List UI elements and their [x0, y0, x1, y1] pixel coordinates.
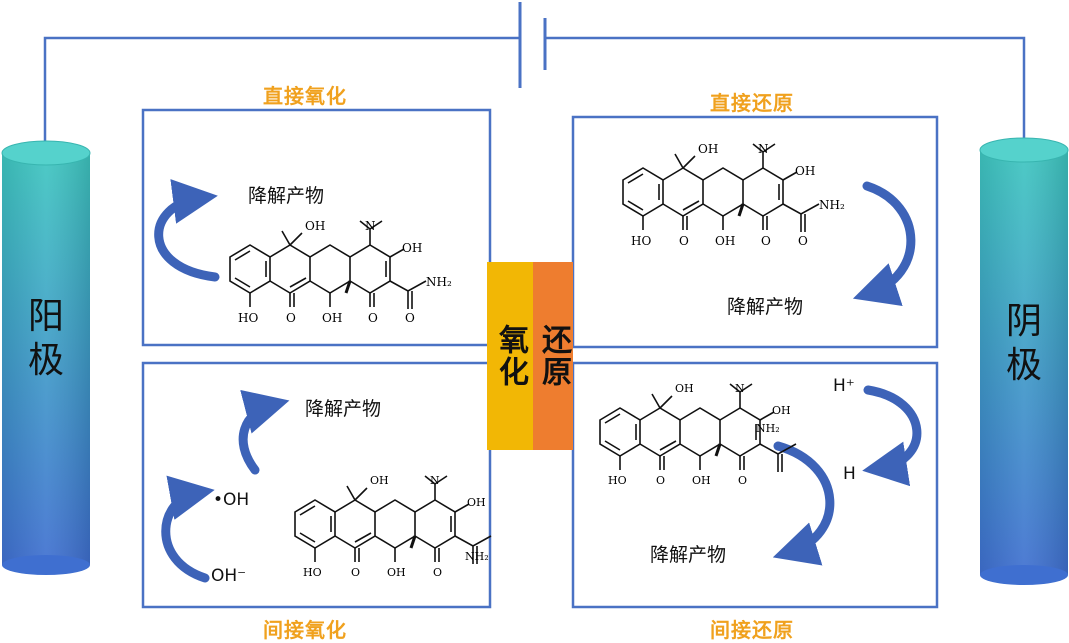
h-plus-label: H⁺	[833, 376, 855, 396]
power-source-icon	[518, 2, 547, 88]
curved-arrow-indirect-reduction	[772, 441, 835, 566]
anode-electrode	[1, 140, 91, 575]
oxidation-band	[487, 262, 533, 450]
product-indirect-reduction: 降解产物	[650, 544, 727, 566]
frame-indirect-oxidation	[141, 361, 492, 609]
title-indirect-reduction: 间接还原	[710, 618, 794, 642]
hydroxyl-radical-label: •OH	[213, 490, 250, 510]
frame-direct-reduction	[571, 115, 939, 349]
curved-arrow-indirect-oxidation-bottom	[161, 475, 215, 583]
curved-arrow-indirect-oxidation-top	[238, 390, 290, 475]
product-direct-reduction: 降解产物	[727, 296, 804, 318]
h-atom-label: H	[843, 464, 856, 484]
frame-indirect-reduction	[571, 361, 939, 609]
curved-arrow-direct-reduction	[852, 181, 916, 306]
title-indirect-oxidation: 间接氧化	[263, 618, 347, 642]
product-direct-oxidation: 降解产物	[248, 185, 325, 207]
hydroxide-label: OH⁻	[211, 566, 247, 586]
curved-arrow-hplus-to-h	[862, 385, 922, 487]
reduction-band	[533, 262, 573, 450]
molecule-labels-direct-oxidation: OH N OH NH₂ HO O OH O O	[238, 219, 452, 325]
cathode-electrode	[979, 137, 1069, 585]
molecule-labels-indirect-reduction: OH N OH NH₂ HO O OH O	[608, 382, 791, 487]
circuit-wire	[43, 36, 1026, 152]
oxidation-band-label: 氧化	[493, 324, 528, 388]
curved-arrow-direct-oxidation	[154, 179, 220, 282]
reduction-band-label: 还原	[536, 324, 571, 388]
anode-label: 阳极	[27, 296, 64, 381]
title-direct-oxidation: 直接氧化	[263, 84, 347, 108]
frame-direct-oxidation	[141, 108, 492, 347]
molecule-labels-direct-reduction: OH N OH NH₂ HO O OH O O	[631, 142, 845, 248]
molecule-labels-indirect-oxidation: OH N OH NH₂ HO O OH O	[303, 474, 489, 579]
cathode-label: 阴极	[1005, 301, 1042, 386]
product-indirect-oxidation: 降解产物	[305, 398, 382, 420]
title-direct-reduction: 直接还原	[710, 91, 794, 115]
